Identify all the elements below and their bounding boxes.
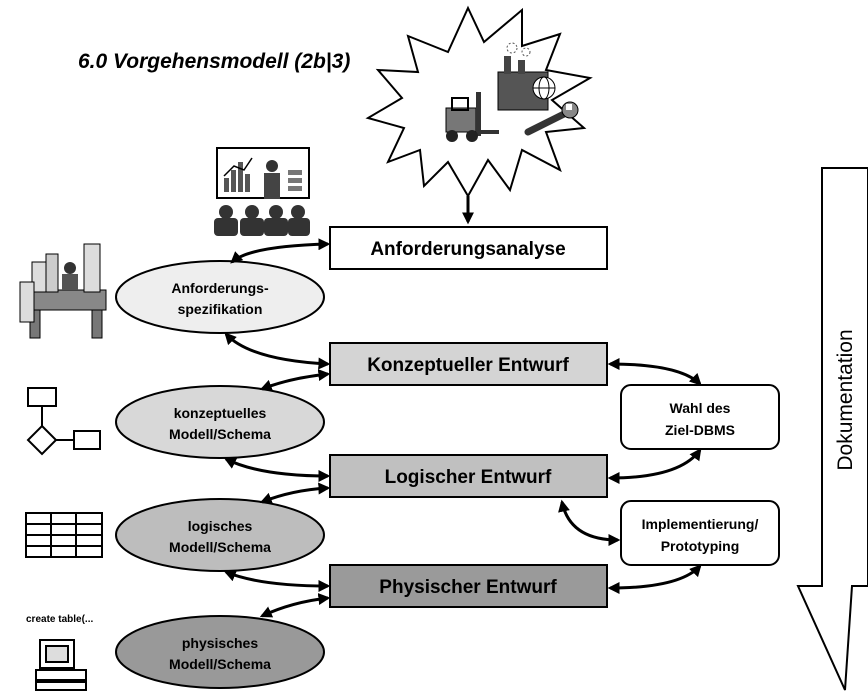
arrow-physisch-model: [259, 593, 331, 618]
industry-clipart-icon: [365, 5, 593, 199]
flowchart-icon: [26, 387, 101, 456]
artifact-line2: Modell/Schema: [169, 539, 271, 555]
side-box-line2: Prototyping: [661, 538, 740, 554]
computer-icon: [35, 639, 87, 691]
artifact-line2: Modell/Schema: [169, 656, 271, 672]
artifact-line1: Anforderungs-: [171, 280, 269, 296]
arrow-logisch-model: [259, 482, 331, 505]
arrow-analysis-spec: [230, 238, 331, 264]
documentation-arrow: Dokumentation: [796, 167, 868, 691]
table-grid-icon: [25, 512, 103, 558]
artifact-line1: physisches: [182, 635, 258, 651]
phase-box-physischer-entwurf: Physischer Entwurf: [329, 564, 608, 608]
artifact-line1: konzeptuelles: [174, 405, 267, 421]
arrow-konzept-model: [259, 369, 331, 392]
artifact-logisches-modell: logisches Modell/Schema: [115, 498, 325, 572]
arrow-model-physisch: [223, 570, 331, 592]
phase-box-logischer-entwurf: Logischer Entwurf: [329, 454, 608, 498]
side-box-line1: Implementierung/: [642, 516, 759, 532]
arrow-spec-konzept: [224, 332, 331, 370]
phase-box-konzeptueller-entwurf: Konzeptueller Entwurf: [329, 342, 608, 386]
artifact-line1: logisches: [188, 518, 253, 534]
artifact-konzeptuelles-modell: konzeptuelles Modell/Schema: [115, 385, 325, 459]
arrow-logisch-impl: [558, 499, 621, 546]
phase-label: Physischer Entwurf: [379, 577, 557, 598]
arrow-dbms-logisch: [607, 448, 702, 484]
phase-box-anforderungsanalyse: Anforderungsanalyse: [329, 226, 608, 270]
code-caption: create table(...: [26, 614, 93, 625]
side-box-line1: Wahl des: [670, 400, 731, 416]
documentation-label: Dokumentation: [834, 329, 857, 470]
artifact-physisches-modell: physisches Modell/Schema: [115, 615, 325, 689]
side-box-wahl-ziel-dbms: Wahl des Ziel-DBMS: [620, 384, 780, 450]
side-box-line2: Ziel-DBMS: [665, 422, 735, 438]
arrow-impl-physisch: [607, 564, 702, 594]
phase-label: Logischer Entwurf: [385, 467, 552, 488]
artifact-line2: spezifikation: [178, 301, 263, 317]
arrow-model-logisch: [223, 457, 331, 482]
phase-box-bg: [329, 342, 608, 386]
phase-box-bg: [329, 564, 608, 608]
slide-title: 6.0 Vorgehensmodell (2b|3): [78, 50, 350, 73]
connector-arrows: [223, 238, 702, 618]
phase-label: Konzeptueller Entwurf: [367, 355, 569, 376]
artifact-line2: Modell/Schema: [169, 426, 271, 442]
side-box-implementierung: Implementierung/ Prototyping: [620, 500, 780, 566]
artifact-anforderungsspezifikation: Anforderungs- spezifikation: [115, 260, 325, 334]
paperwork-desk-icon: [19, 243, 107, 339]
phase-label: Anforderungsanalyse: [370, 239, 565, 260]
arrow-konzept-dbms: [607, 358, 702, 386]
presentation-clipart-icon: [212, 147, 312, 236]
